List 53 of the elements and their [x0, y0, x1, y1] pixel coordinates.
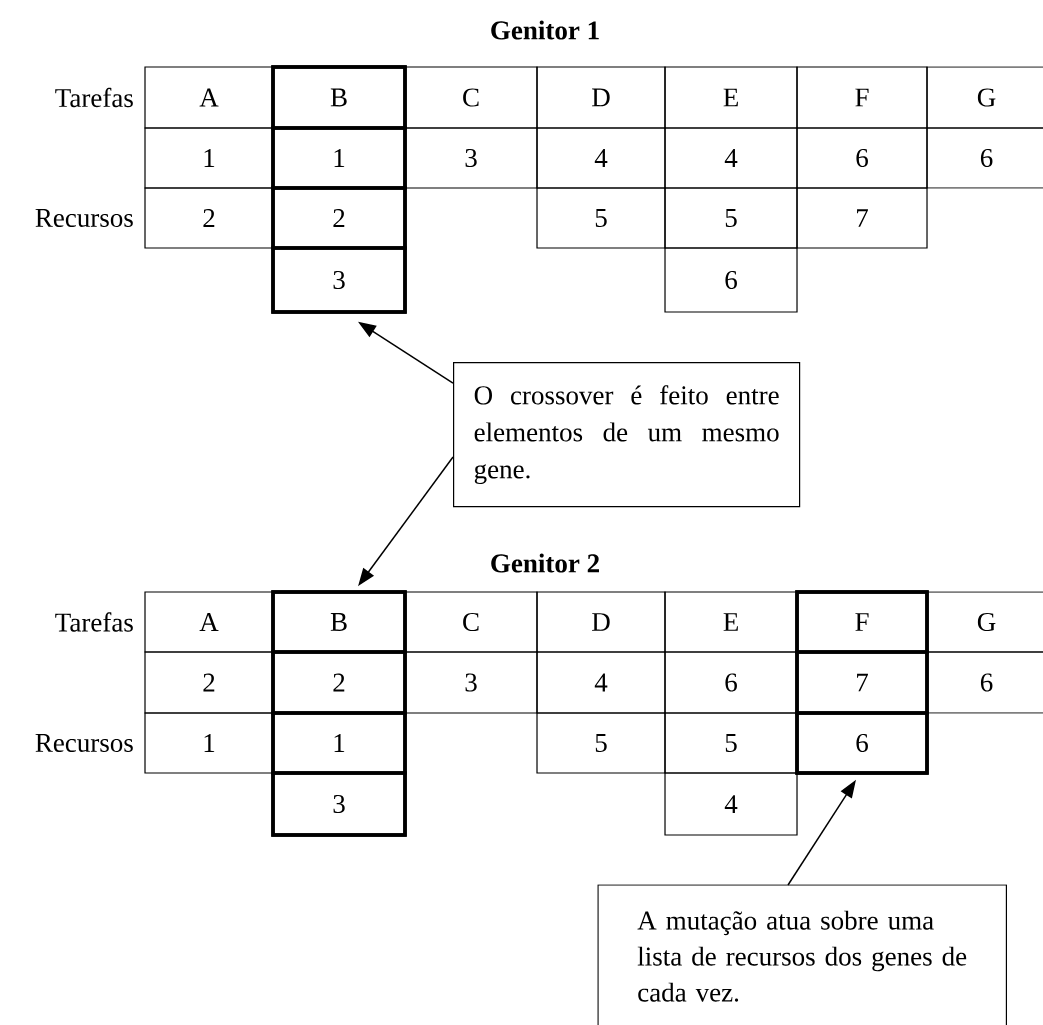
row-label: Tarefas	[55, 612, 133, 632]
table-cell: A	[144, 591, 274, 653]
table-cell: 6	[664, 651, 798, 714]
table-cell: 1	[271, 126, 407, 190]
section-heading: Genitor 2	[491, 553, 599, 573]
table-cell: 1	[144, 127, 274, 189]
highlighted-column	[271, 65, 407, 314]
callout-box: A mutação atua sobre uma lista de recursos dos genes de cada vez.	[597, 884, 1007, 1025]
table-cell: 5	[536, 187, 666, 249]
table-cell: E	[664, 66, 798, 129]
table-cell: 3	[404, 127, 538, 189]
table-cell: 2	[144, 187, 274, 249]
table-cell: F	[796, 66, 928, 129]
table-cell: D	[536, 591, 666, 653]
row-label: Tarefas	[55, 87, 133, 108]
label: F	[855, 613, 869, 631]
highlighted-column	[795, 590, 929, 775]
table-cell: 4	[536, 127, 666, 189]
table-cell: 1	[144, 712, 274, 774]
table-cell: 5	[664, 712, 798, 774]
table-cell: 3	[404, 651, 538, 714]
table-cell: 5	[536, 712, 666, 774]
table-cell: 5	[664, 187, 798, 249]
table-cell: C	[404, 591, 538, 653]
table-cell: 2	[144, 651, 274, 714]
table-cell: E	[664, 591, 798, 653]
highlighted-column	[271, 590, 407, 837]
table-cell: 4	[664, 127, 798, 189]
row-label: Recursos	[35, 734, 133, 752]
table-cell: 7	[796, 187, 928, 249]
label: B	[330, 88, 347, 107]
table-cell: 6	[926, 651, 1043, 714]
callout-box: O crossover é feito entre elementos de um mesmo gene.	[453, 362, 801, 508]
table-cell: A	[144, 66, 274, 129]
table-cell: 6	[664, 247, 798, 313]
table-cell: 3	[271, 246, 407, 314]
table-cell: C	[404, 66, 538, 129]
table-cell: G	[926, 591, 1043, 653]
row-label: Recursos	[35, 209, 133, 227]
table-cell: G	[926, 66, 1043, 129]
table-cell: 4	[664, 772, 798, 836]
table-cell: 7	[795, 650, 929, 715]
table-cell: 6	[926, 127, 1043, 189]
table-cell: D	[536, 66, 666, 129]
label: B	[330, 613, 347, 631]
table-cell: 6	[796, 127, 928, 189]
table-cell: 2	[271, 650, 407, 715]
section-heading: Genitor 1	[491, 20, 599, 40]
table-cell: 3	[271, 771, 407, 837]
table-cell: 1	[271, 711, 407, 775]
table-cell: 4	[536, 651, 666, 714]
table-cell: 6	[795, 711, 929, 775]
table-cell: 2	[271, 186, 407, 250]
